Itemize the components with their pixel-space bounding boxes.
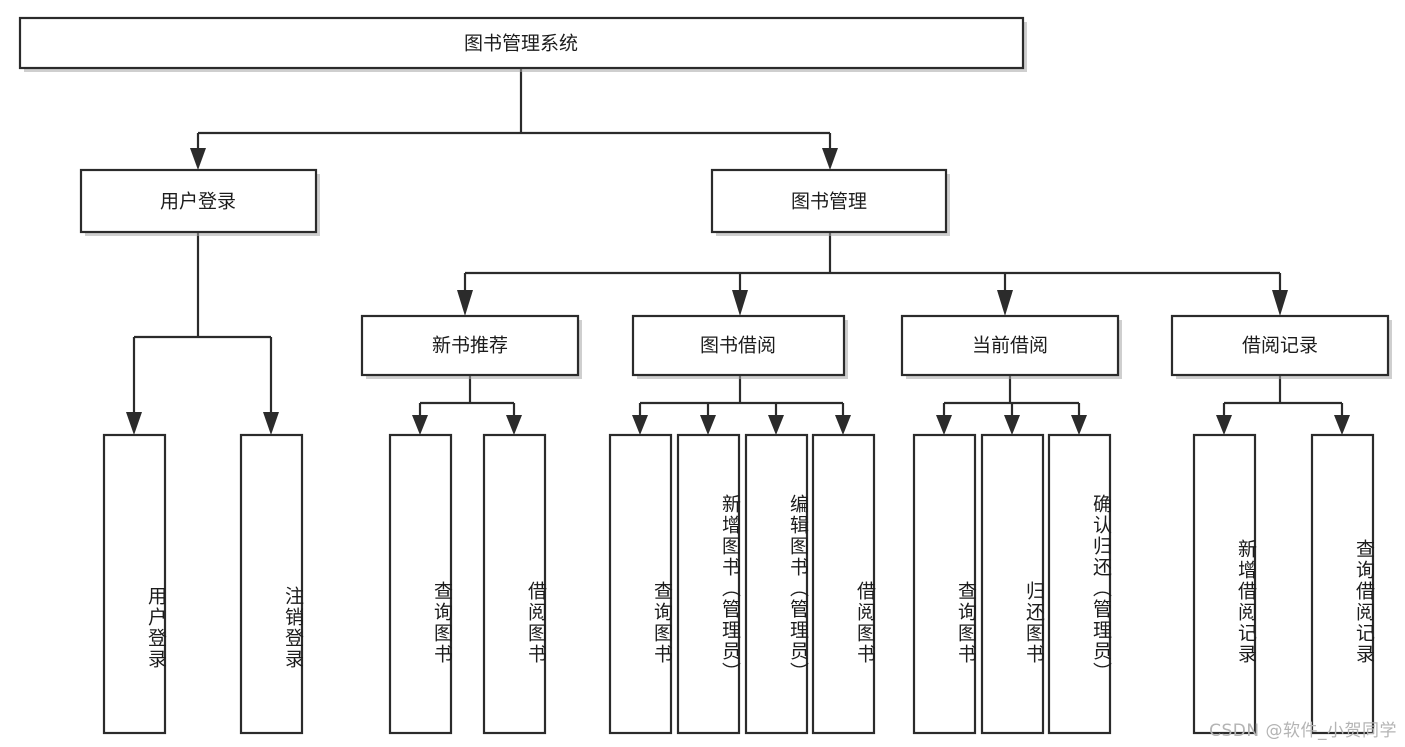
arrow-head-current-borrow — [997, 290, 1013, 316]
connector-group-book-management — [457, 232, 1288, 316]
arrow-head-user-login — [190, 148, 206, 170]
arrow-head-leaf-query-book-3 — [936, 415, 952, 435]
node-leaf-return-book-box[interactable] — [980, 433, 1045, 735]
node-borrow-record[interactable]: 借阅记录 — [1170, 314, 1390, 377]
node-leaf-borrow-book-1-box[interactable] — [482, 433, 547, 735]
arrow-head-borrow-record — [1272, 290, 1288, 316]
node-current-borrow[interactable]: 当前借阅 — [900, 314, 1120, 377]
arrow-head-leaf-add-record — [1216, 415, 1232, 435]
arrow-head-new-book-recommend — [457, 290, 473, 316]
connector-group-new-book-recommend — [412, 375, 522, 435]
node-leaf-logout-box[interactable] — [239, 433, 304, 735]
node-current-borrow-box[interactable] — [900, 314, 1120, 377]
connector-group-borrow-record — [1216, 375, 1350, 435]
node-leaf-add-record-box[interactable] — [1192, 433, 1257, 735]
arrow-head-leaf-user-login — [126, 412, 142, 435]
node-leaf-add-book-box[interactable] — [676, 433, 741, 735]
node-new-book-recommend-box[interactable] — [360, 314, 580, 377]
leaf-box-group — [102, 433, 1375, 735]
node-new-book-recommend[interactable]: 新书推荐 — [360, 314, 580, 377]
arrow-head-leaf-query-book-1 — [412, 415, 428, 435]
arrow-head-book-borrow — [732, 290, 748, 316]
arrow-head-leaf-logout — [263, 412, 279, 435]
arrow-head-leaf-query-book-2 — [632, 415, 648, 435]
node-leaf-user-login-box[interactable] — [102, 433, 167, 735]
node-book-management[interactable]: 图书管理 — [710, 168, 948, 234]
node-current-borrow-label: 当前借阅 — [972, 335, 1048, 357]
node-leaf-edit-book-box[interactable] — [744, 433, 809, 735]
connector-group-book-borrow — [632, 375, 851, 435]
node-new-book-recommend-label: 新书推荐 — [432, 335, 508, 357]
node-leaf-query-book-3-box[interactable] — [912, 433, 977, 735]
node-borrow-record-label: 借阅记录 — [1242, 335, 1318, 357]
csdn-watermark: CSDN @软件_小贺同学 — [1209, 721, 1397, 741]
node-book-borrow[interactable]: 图书借阅 — [631, 314, 846, 377]
node-leaf-confirm-return-box[interactable] — [1047, 433, 1112, 735]
node-leaf-borrow-book-2-box[interactable] — [811, 433, 876, 735]
connector-group-root — [190, 69, 838, 170]
node-root-label: 图书管理系统 — [464, 33, 578, 55]
node-borrow-record-box[interactable] — [1170, 314, 1390, 377]
connector-group-current-borrow — [936, 375, 1087, 435]
node-book-borrow-box[interactable] — [631, 314, 846, 377]
node-book-management-box[interactable] — [710, 168, 948, 234]
node-leaf-query-record-box[interactable] — [1310, 433, 1375, 735]
arrow-head-leaf-return-book — [1004, 415, 1020, 435]
arrow-head-leaf-borrow-book-2 — [835, 415, 851, 435]
connector-group-user-login — [126, 232, 279, 435]
arrow-head-leaf-confirm-return — [1071, 415, 1087, 435]
arrow-head-book-management — [822, 148, 838, 170]
node-book-management-label: 图书管理 — [791, 191, 867, 213]
arrow-head-leaf-query-record — [1334, 415, 1350, 435]
node-user-login-label: 用户登录 — [160, 191, 236, 213]
arrow-head-leaf-borrow-book-1 — [506, 415, 522, 435]
node-root[interactable]: 图书管理系统 — [18, 16, 1025, 70]
node-leaf-query-book-1-box[interactable] — [388, 433, 453, 735]
arrow-head-leaf-edit-book — [768, 415, 784, 435]
node-user-login-box[interactable] — [79, 168, 318, 234]
node-book-borrow-label: 图书借阅 — [700, 335, 776, 357]
node-user-login[interactable]: 用户登录 — [79, 168, 318, 234]
node-leaf-query-book-2-box[interactable] — [608, 433, 673, 735]
arrow-head-leaf-add-book — [700, 415, 716, 435]
node-root-box[interactable] — [18, 16, 1025, 70]
